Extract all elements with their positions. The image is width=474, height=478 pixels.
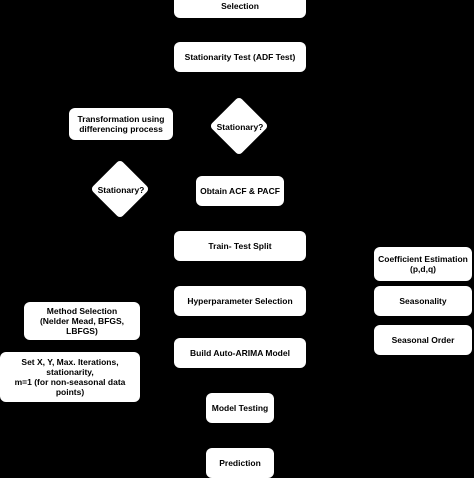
selection-label: Selection bbox=[221, 0, 259, 11]
build-auto-arima-box: Build Auto-ARIMA Model bbox=[174, 338, 306, 368]
stationarity-test-label: Stationarity Test (ADF Test) bbox=[184, 51, 296, 62]
hyperparameter-selection-box: Hyperparameter Selection bbox=[174, 286, 306, 316]
stationarity-test-box: Stationarity Test (ADF Test) bbox=[174, 42, 306, 72]
method-selection-label: Method Selection (Nelder Mead, BFGS, LBF… bbox=[39, 305, 125, 337]
seasonality-label: Seasonality bbox=[399, 295, 447, 306]
stationary-decision-2: Stationary? bbox=[90, 159, 151, 220]
transformation-box: Transformation using differencing proces… bbox=[69, 108, 173, 140]
build-auto-arima-label: Build Auto-ARIMA Model bbox=[190, 347, 290, 358]
set-params-label: Set X, Y, Max. Iterations, stationarity,… bbox=[14, 356, 126, 398]
method-selection-box: Method Selection (Nelder Mead, BFGS, LBF… bbox=[24, 302, 140, 340]
set-params-box: Set X, Y, Max. Iterations, stationarity,… bbox=[0, 352, 140, 402]
hyperparameter-selection-label: Hyperparameter Selection bbox=[187, 295, 293, 306]
selection-box: Selection bbox=[174, 0, 306, 18]
model-testing-box: Model Testing bbox=[206, 393, 274, 423]
stationary-decision-1-label: Stationary? bbox=[216, 122, 264, 132]
transformation-label: Transformation using differencing proces… bbox=[77, 113, 165, 134]
seasonality-box: Seasonality bbox=[374, 286, 472, 316]
model-testing-label: Model Testing bbox=[211, 402, 269, 413]
prediction-box: Prediction bbox=[206, 448, 274, 478]
train-test-split-box: Train- Test Split bbox=[174, 231, 306, 261]
obtain-acf-pacf-label: Obtain ACF & PACF bbox=[200, 185, 280, 196]
coefficient-estimation-box: Coefficient Estimation (p,d,q) bbox=[374, 247, 472, 281]
coefficient-estimation-label: Coefficient Estimation (p,d,q) bbox=[378, 253, 468, 274]
prediction-label: Prediction bbox=[219, 457, 261, 468]
train-test-split-label: Train- Test Split bbox=[208, 240, 272, 251]
seasonal-order-box: Seasonal Order bbox=[374, 325, 472, 355]
stationary-decision-2-label: Stationary? bbox=[97, 185, 145, 195]
seasonal-order-label: Seasonal Order bbox=[391, 334, 455, 345]
stationary-decision-1: Stationary? bbox=[209, 96, 270, 157]
obtain-acf-pacf-box: Obtain ACF & PACF bbox=[196, 176, 284, 206]
